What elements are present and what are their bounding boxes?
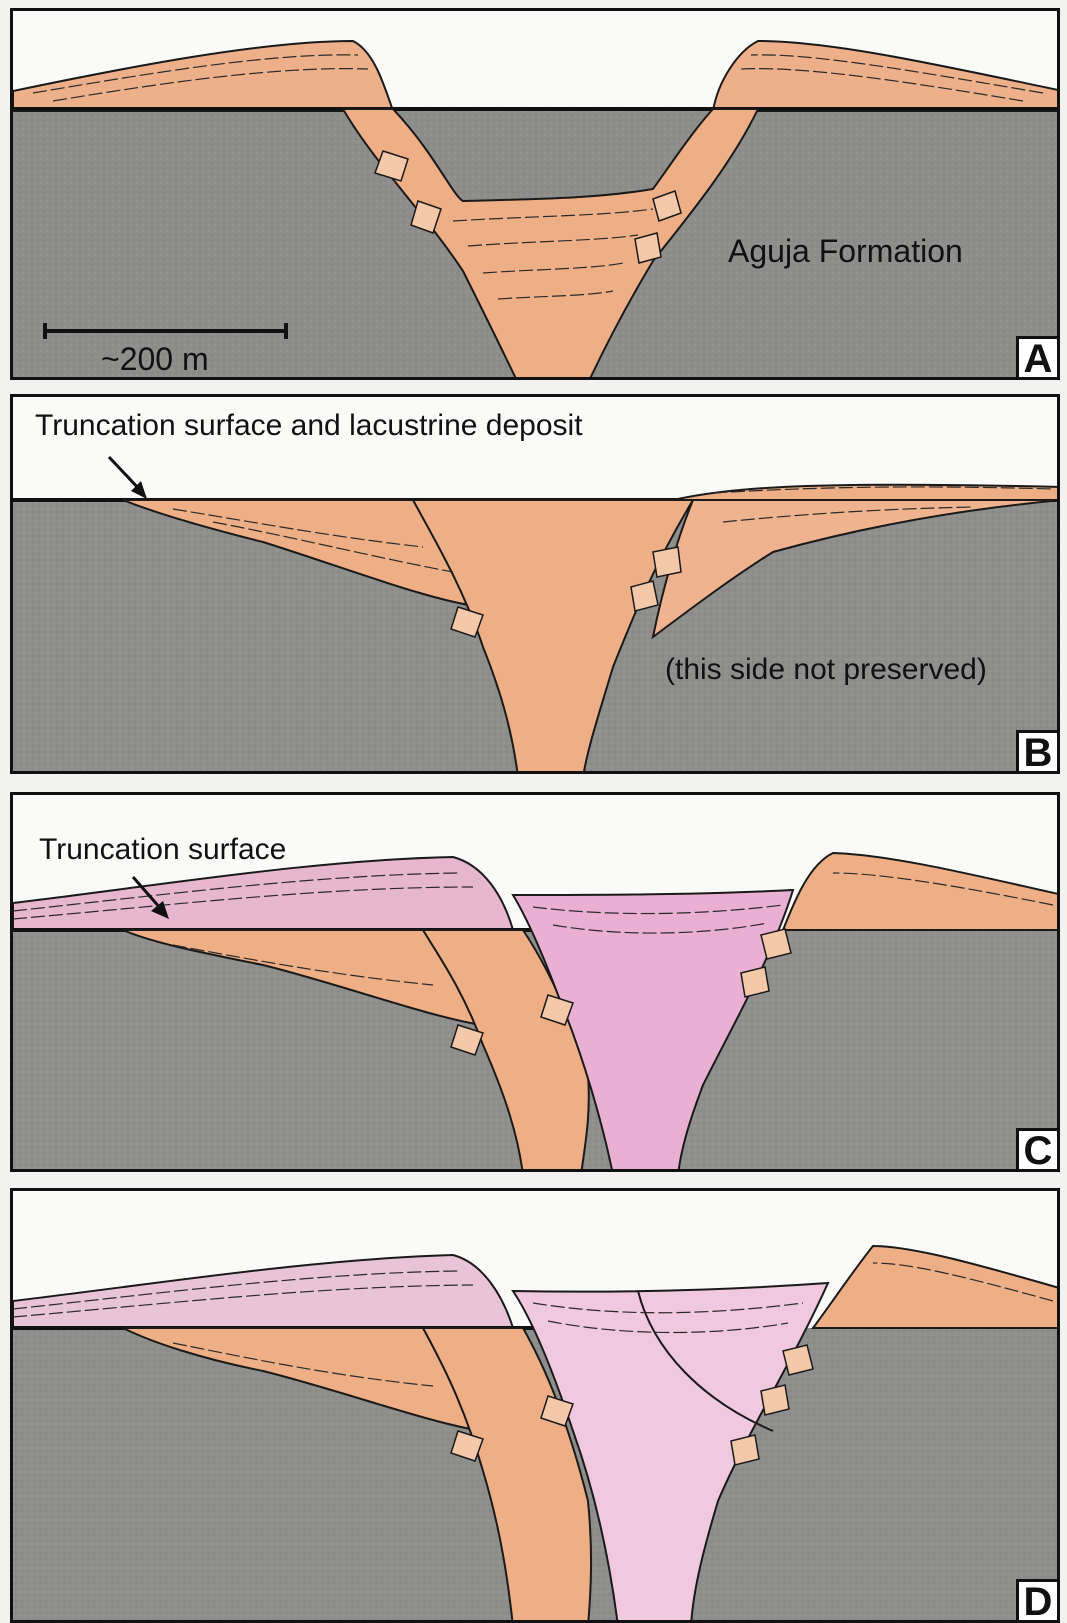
- scale-label: ~200 m: [101, 341, 209, 378]
- panel-c: Truncation surface C: [10, 792, 1060, 1172]
- panel-a: Aguja Formation ~200 m A: [10, 8, 1060, 380]
- panel-letter-d: D: [1016, 1579, 1060, 1623]
- formation-label: Aguja Formation: [728, 233, 963, 270]
- callout-label: Truncation surface and lacustrine deposi…: [35, 409, 583, 443]
- arrow-icon: [125, 871, 185, 931]
- panel-b: Truncation surface and lacustrine deposi…: [10, 394, 1060, 774]
- sediment-wing-left: [13, 41, 393, 111]
- callout-label: Truncation surface: [39, 833, 286, 867]
- panel-letter-b: B: [1016, 730, 1060, 774]
- sediment-wing-right: [713, 41, 1060, 111]
- sediment-wing-right: [813, 1246, 1060, 1328]
- cross-section-b: [13, 397, 1060, 774]
- cross-section-d: [13, 1191, 1060, 1623]
- panel-letter-a: A: [1016, 336, 1060, 380]
- pink-wing-left: [13, 1255, 513, 1328]
- arrow-icon: [101, 449, 161, 509]
- cross-section-a: [13, 11, 1060, 380]
- not-preserved-note: (this side not preserved): [665, 653, 987, 687]
- pink-wing-left: [13, 857, 513, 930]
- panel-letter-c: C: [1016, 1128, 1060, 1172]
- scale-bar: [43, 329, 288, 333]
- sediment-wing-right: [783, 853, 1060, 930]
- panel-d: D: [10, 1188, 1060, 1623]
